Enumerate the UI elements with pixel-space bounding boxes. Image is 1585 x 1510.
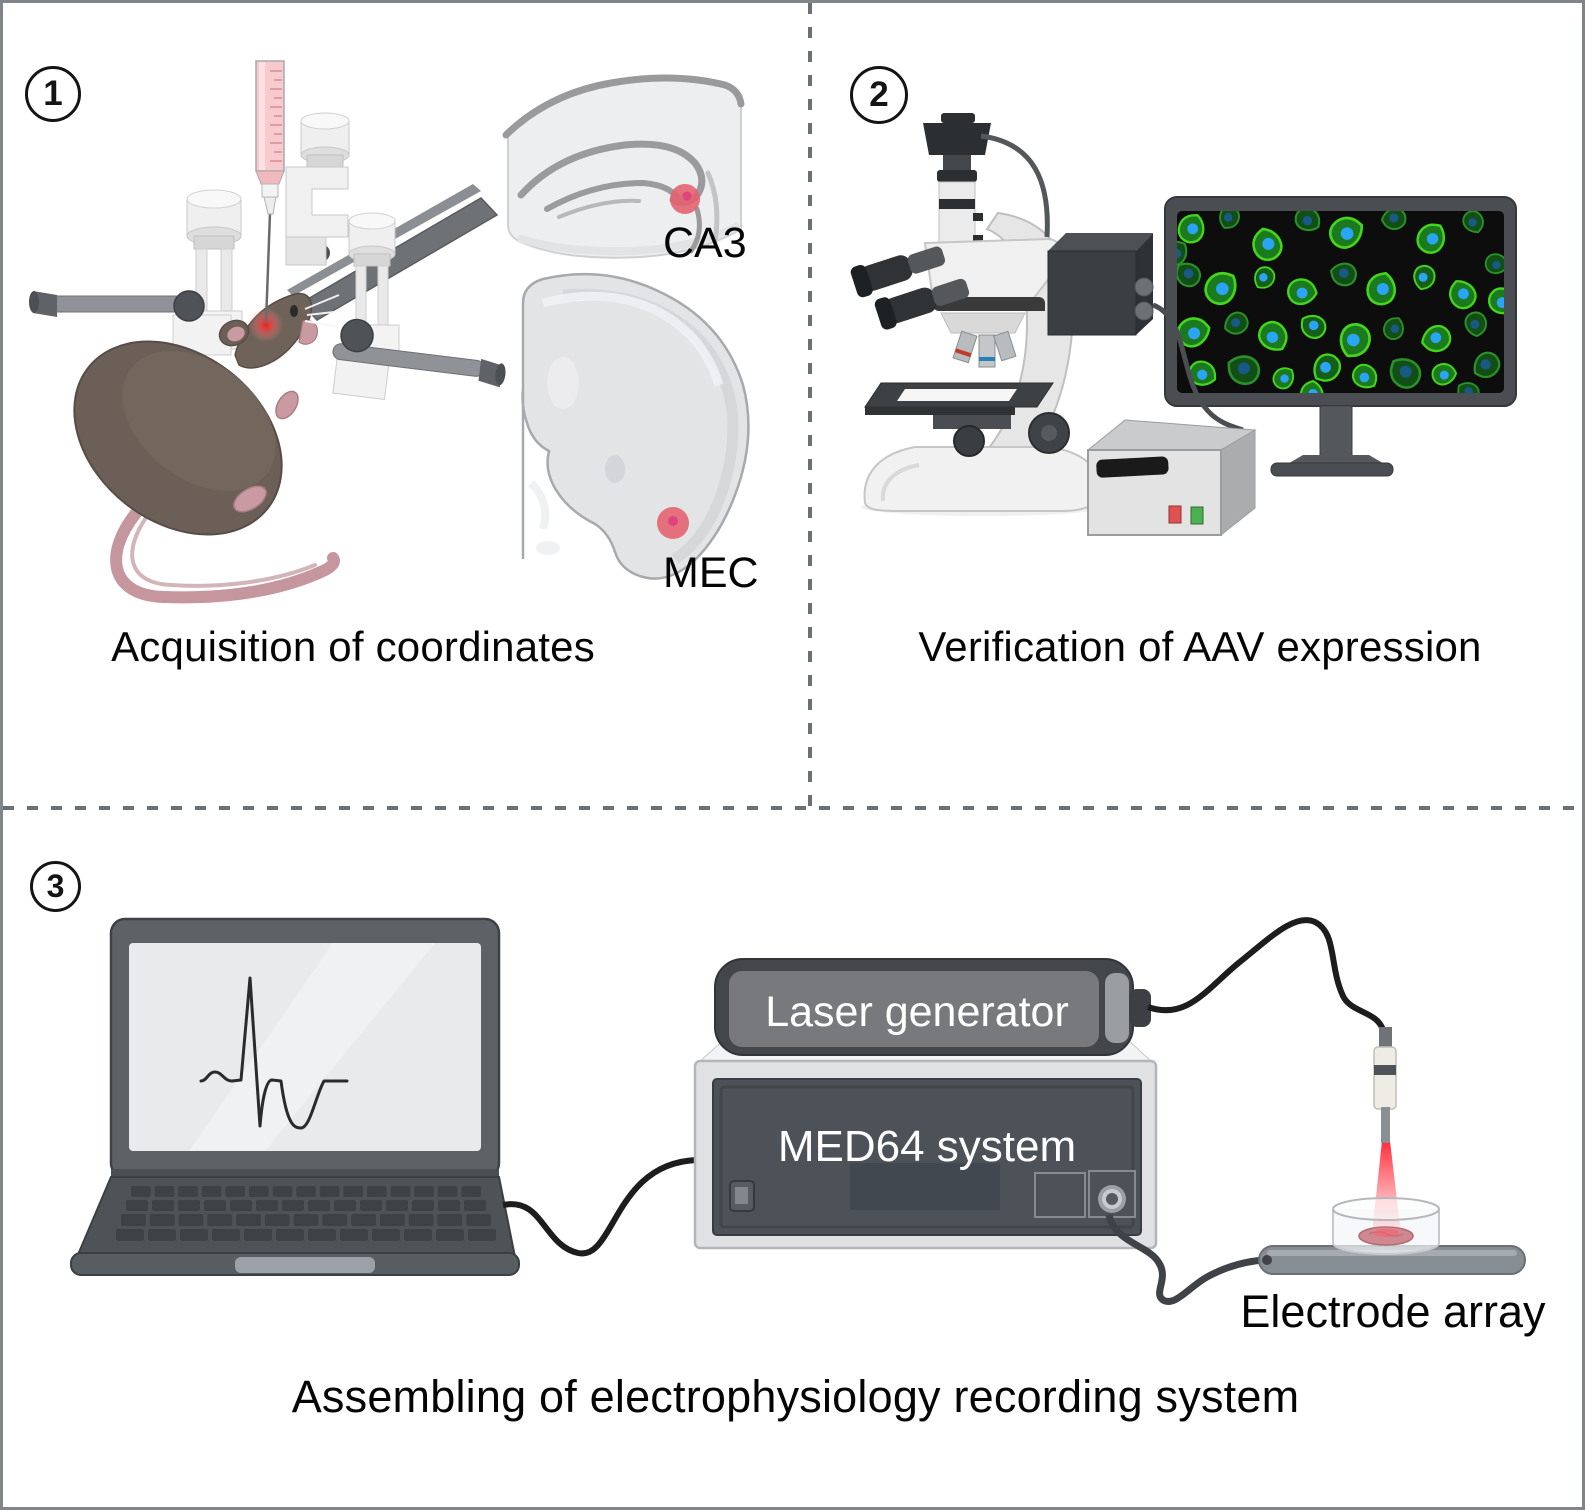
step-2-badge: 2 — [850, 66, 908, 124]
panel1-caption: Acquisition of coordinates — [111, 623, 595, 670]
laser-generator-label: Laser generator — [765, 988, 1069, 1036]
power-supply-box — [1086, 419, 1257, 537]
med64-system-label: MED64 system — [777, 1122, 1077, 1171]
fluorescent-cells — [1177, 211, 1504, 393]
ephys-waveform — [199, 976, 349, 1130]
step-3-number: 3 — [46, 868, 65, 904]
monitor-illustration — [1164, 196, 1517, 477]
mouse-illustration — [73, 292, 344, 604]
laser-fiber-cable — [1147, 917, 1386, 1032]
electrode-array-illustration — [1105, 1027, 1526, 1305]
mec-brain-section-illustration — [521, 272, 750, 580]
med64-array-cable — [1105, 1213, 1266, 1305]
step-3-badge: 3 — [30, 861, 81, 912]
step-1-number: 1 — [43, 74, 63, 113]
step-1-badge: 1 — [25, 66, 81, 122]
laptop-med64-cable — [502, 1157, 698, 1257]
step-2-number: 2 — [869, 75, 889, 114]
monitor-cable — [1151, 302, 1244, 433]
electrode-array-label: Electrode array — [1240, 1286, 1546, 1337]
panel2-caption: Verification of AAV expression — [918, 623, 1482, 670]
ca3-brain-section-illustration — [502, 74, 745, 259]
panel3-caption: Assembling of electrophysiology recordin… — [291, 1371, 1300, 1422]
laser-generator-box — [714, 958, 1151, 1056]
syringe-illustration — [249, 60, 285, 342]
laptop-illustration — [70, 917, 520, 1276]
optic-fiber — [1373, 1027, 1397, 1143]
right-ear-bar — [332, 318, 506, 400]
camera-controller-box — [1047, 233, 1154, 336]
laptop-keyboard — [116, 1186, 496, 1241]
mec-label: MEC — [663, 549, 759, 597]
stereotaxic-frame-illustration — [29, 112, 499, 360]
ca3-label: CA3 — [663, 219, 747, 267]
figure-artwork — [3, 3, 1582, 1305]
